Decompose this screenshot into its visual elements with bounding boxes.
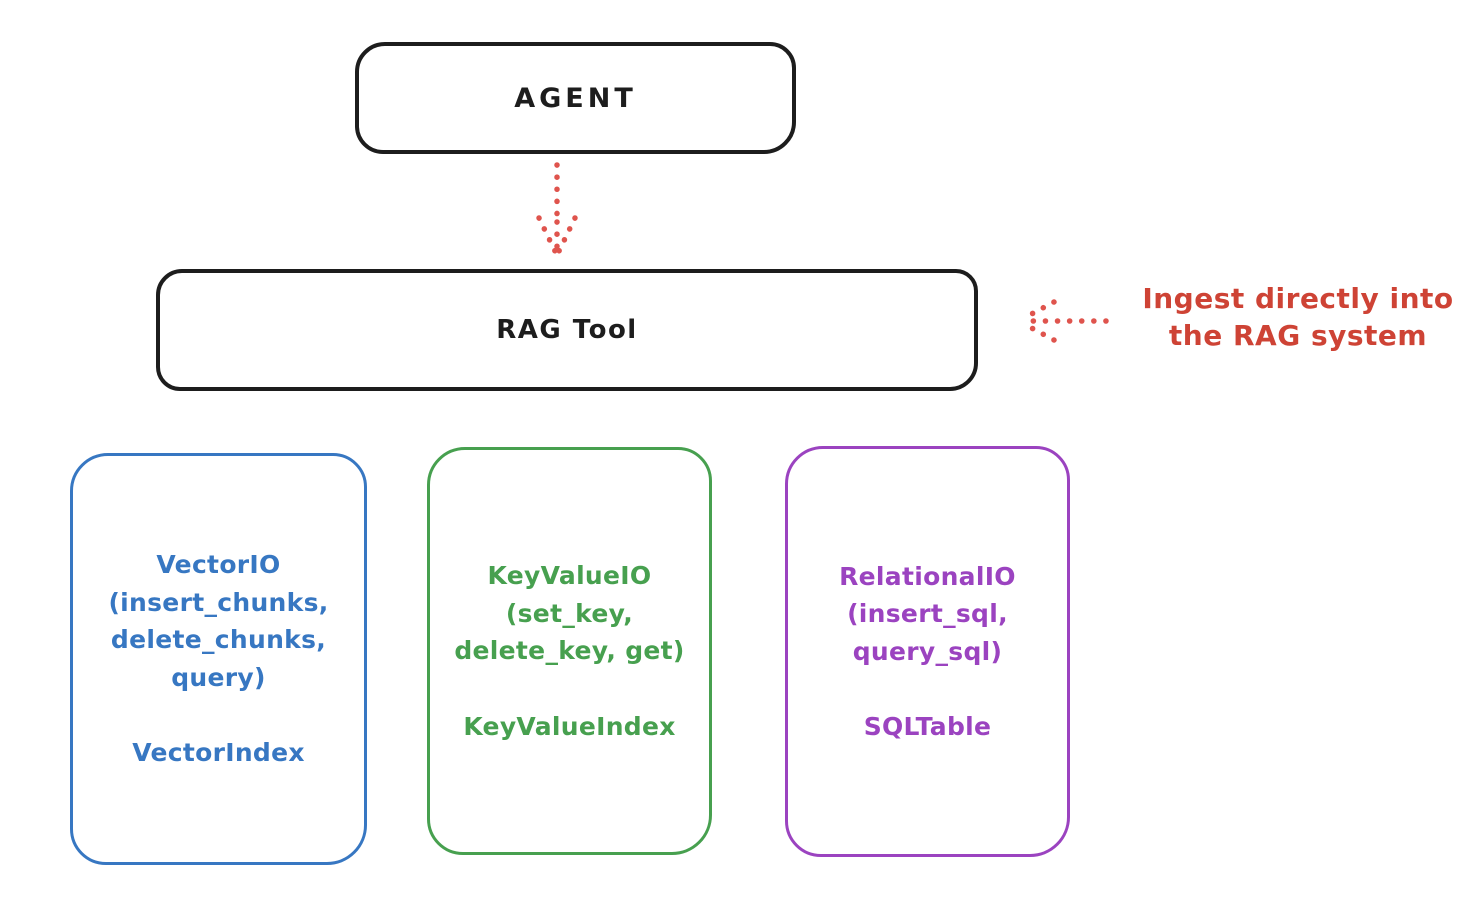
rag-tool-node: RAG Tool xyxy=(156,269,978,391)
agent-node: AGENT xyxy=(355,42,796,154)
branch-relational-io-index-label: SQLTable xyxy=(863,712,992,741)
agent-to-rag-arrow-icon xyxy=(536,162,578,256)
branch-key-value-io-index-label: KeyValueIndex xyxy=(463,711,676,741)
branch-box-relational-io: RelationalIO(insert_sql,query_sql) SQLTa… xyxy=(785,446,1070,857)
branch-relational-io-methods: RelationalIO(insert_sql,query_sql) xyxy=(839,561,1016,666)
agent-label: AGENT xyxy=(514,82,637,114)
branch-box-vector-io: VectorIO(insert_chunks,delete_chunks,que… xyxy=(70,453,367,865)
branch-vector-io-methods: VectorIO(insert_chunks,delete_chunks,que… xyxy=(108,550,329,692)
branch-key-value-io-methods: KeyValueIO(set_key,delete_key, get) xyxy=(454,561,685,665)
rag-tool-label: RAG Tool xyxy=(496,315,638,345)
ingest-arrow-icon xyxy=(1021,299,1109,343)
branch-box-key-value-io: KeyValueIO(set_key,delete_key, get) KeyV… xyxy=(427,447,712,855)
branch-vector-io-index-label: VectorIndex xyxy=(132,738,305,768)
